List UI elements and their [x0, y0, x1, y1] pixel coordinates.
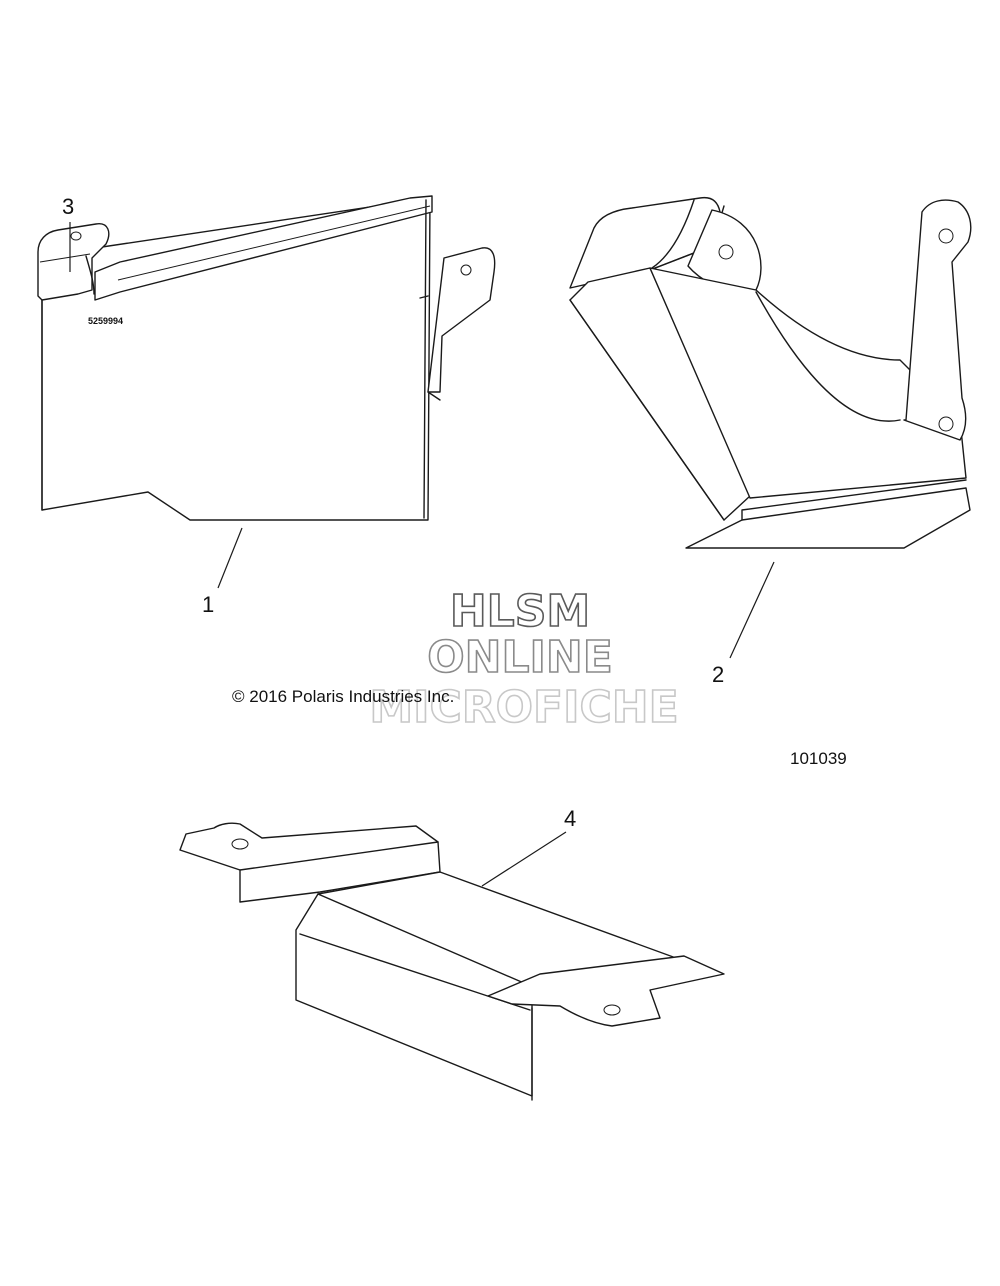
- watermark-line-3: MICROFICHE: [369, 682, 678, 733]
- watermark-line-2: ONLINE: [427, 632, 613, 683]
- figure-number: 101039: [790, 749, 847, 768]
- leader-1: [217, 527, 243, 589]
- callout-2: 2: [712, 662, 724, 687]
- leader-lines: [69, 222, 775, 887]
- part-4-bracket: [179, 822, 725, 1101]
- copyright-text: © 2016 Polaris Industries Inc.: [232, 687, 454, 706]
- leader-4: [481, 831, 567, 887]
- part-2-guard: [569, 196, 972, 549]
- watermark: HLSM ONLINE MICROFICHE: [369, 585, 680, 734]
- callout-3: 3: [62, 194, 74, 219]
- leader-2: [729, 561, 775, 659]
- part-1-shield-panel: 5259994: [41, 195, 496, 521]
- callout-1: 1: [202, 592, 214, 617]
- watermark-line-1: HLSM: [450, 586, 590, 637]
- part-3-bracket: [37, 223, 110, 301]
- callout-4: 4: [564, 806, 576, 831]
- part-1-stamp: 5259994: [88, 316, 123, 326]
